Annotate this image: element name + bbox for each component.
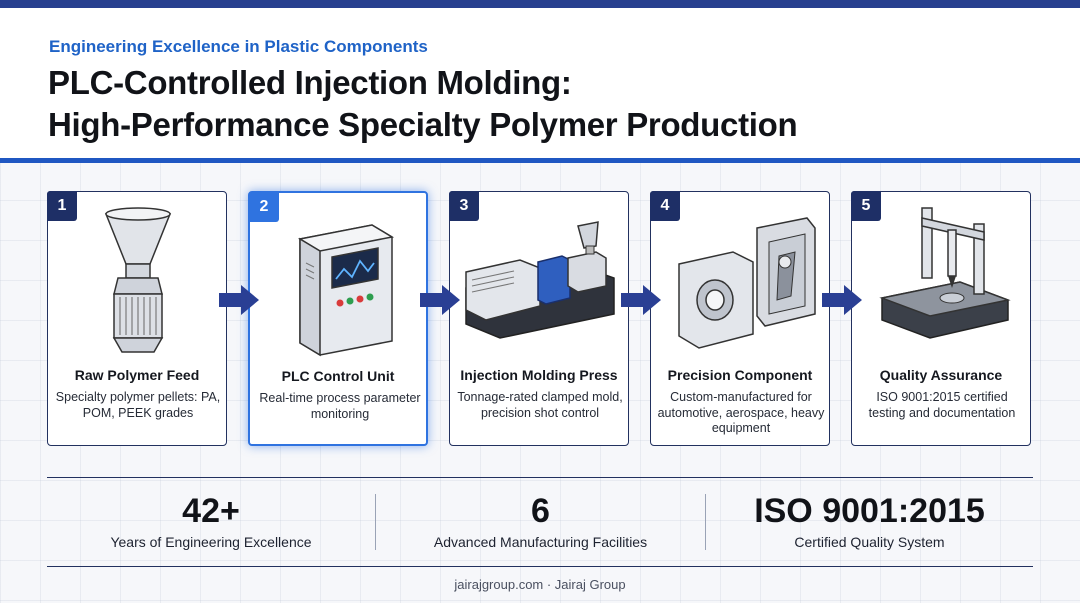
step-card-injection-molding-press: 3 Injection Molding Press Tonnage-rated … [449, 191, 629, 446]
stat-certification: ISO 9001:2015 Certified Quality System [706, 478, 1033, 566]
stat-label: Advanced Manufacturing Facilities [433, 534, 648, 550]
title-line-2: High-Performance Specialty Polymer Produ… [48, 106, 798, 143]
step-title: Precision Component [667, 367, 813, 383]
stat-value: 42+ [182, 492, 240, 530]
step-number-badge: 3 [449, 191, 479, 221]
step-title: PLC Control Unit [281, 368, 395, 384]
mold-component-icon [678, 217, 816, 349]
title-line-1: PLC-Controlled Injection Molding: [48, 64, 572, 101]
flow-arrow-icon [822, 285, 862, 315]
flow-arrow-icon [621, 285, 661, 315]
cmm-machine-icon [879, 207, 1011, 339]
header [0, 8, 1080, 158]
flow-arrow-icon [219, 285, 259, 315]
step-title: Raw Polymer Feed [74, 367, 200, 383]
footer-text: jairajgroup.com · Jairaj Group [454, 577, 626, 592]
flow-arrow-icon [420, 285, 460, 315]
step-description: Real-time process parameter monitoring [259, 391, 421, 421]
step-card-plc-control-unit: 2 PLC Control Unit Real-time process par… [248, 191, 428, 446]
step-description: ISO 9001:2015 certified testing and docu… [868, 390, 1016, 420]
stat-label: Certified Quality System [794, 534, 945, 550]
stat-label: Years of Engineering Excellence [110, 534, 312, 550]
step-title: Quality Assurance [879, 367, 1003, 383]
step-number-badge: 5 [851, 191, 881, 221]
step-description: Specialty polymer pellets: PA, POM, PEEK… [55, 390, 221, 420]
stat-value: 6 [531, 492, 550, 530]
top-accent-bar [0, 0, 1080, 8]
step-card-raw-polymer-feed: 1 Raw Polymer Feed Specialty polymer pel… [47, 191, 227, 446]
step-number-badge: 1 [47, 191, 77, 221]
step-description: Custom-manufactured for automotive, aero… [657, 390, 825, 435]
hopper-icon [104, 207, 172, 353]
step-description: Tonnage-rated clamped mold, precision sh… [457, 390, 623, 420]
step-number-badge: 4 [650, 191, 680, 221]
plc-cabinet-icon [297, 224, 395, 357]
stat-years: 42+ Years of Engineering Excellence [47, 478, 375, 566]
stat-value: ISO 9001:2015 [754, 492, 985, 530]
step-card-precision-component: 4 Precision Component Custom-manufacture… [650, 191, 830, 446]
stat-facilities: 6 Advanced Manufacturing Facilities [376, 478, 705, 566]
injection-press-icon [465, 221, 615, 339]
step-number-badge: 2 [249, 192, 279, 222]
stats-bar: 42+ Years of Engineering Excellence 6 Ad… [47, 477, 1033, 567]
step-title: Injection Molding Press [460, 367, 618, 383]
page-subtitle: Engineering Excellence in Plastic Compon… [49, 37, 428, 56]
stat-divider [705, 494, 706, 550]
page-title: PLC-Controlled Injection Molding: High-P… [48, 62, 798, 146]
step-card-quality-assurance: 5 Quality Assurance ISO 9001:2015 certif… [851, 191, 1031, 446]
stat-divider [375, 494, 376, 550]
header-divider [0, 158, 1080, 163]
